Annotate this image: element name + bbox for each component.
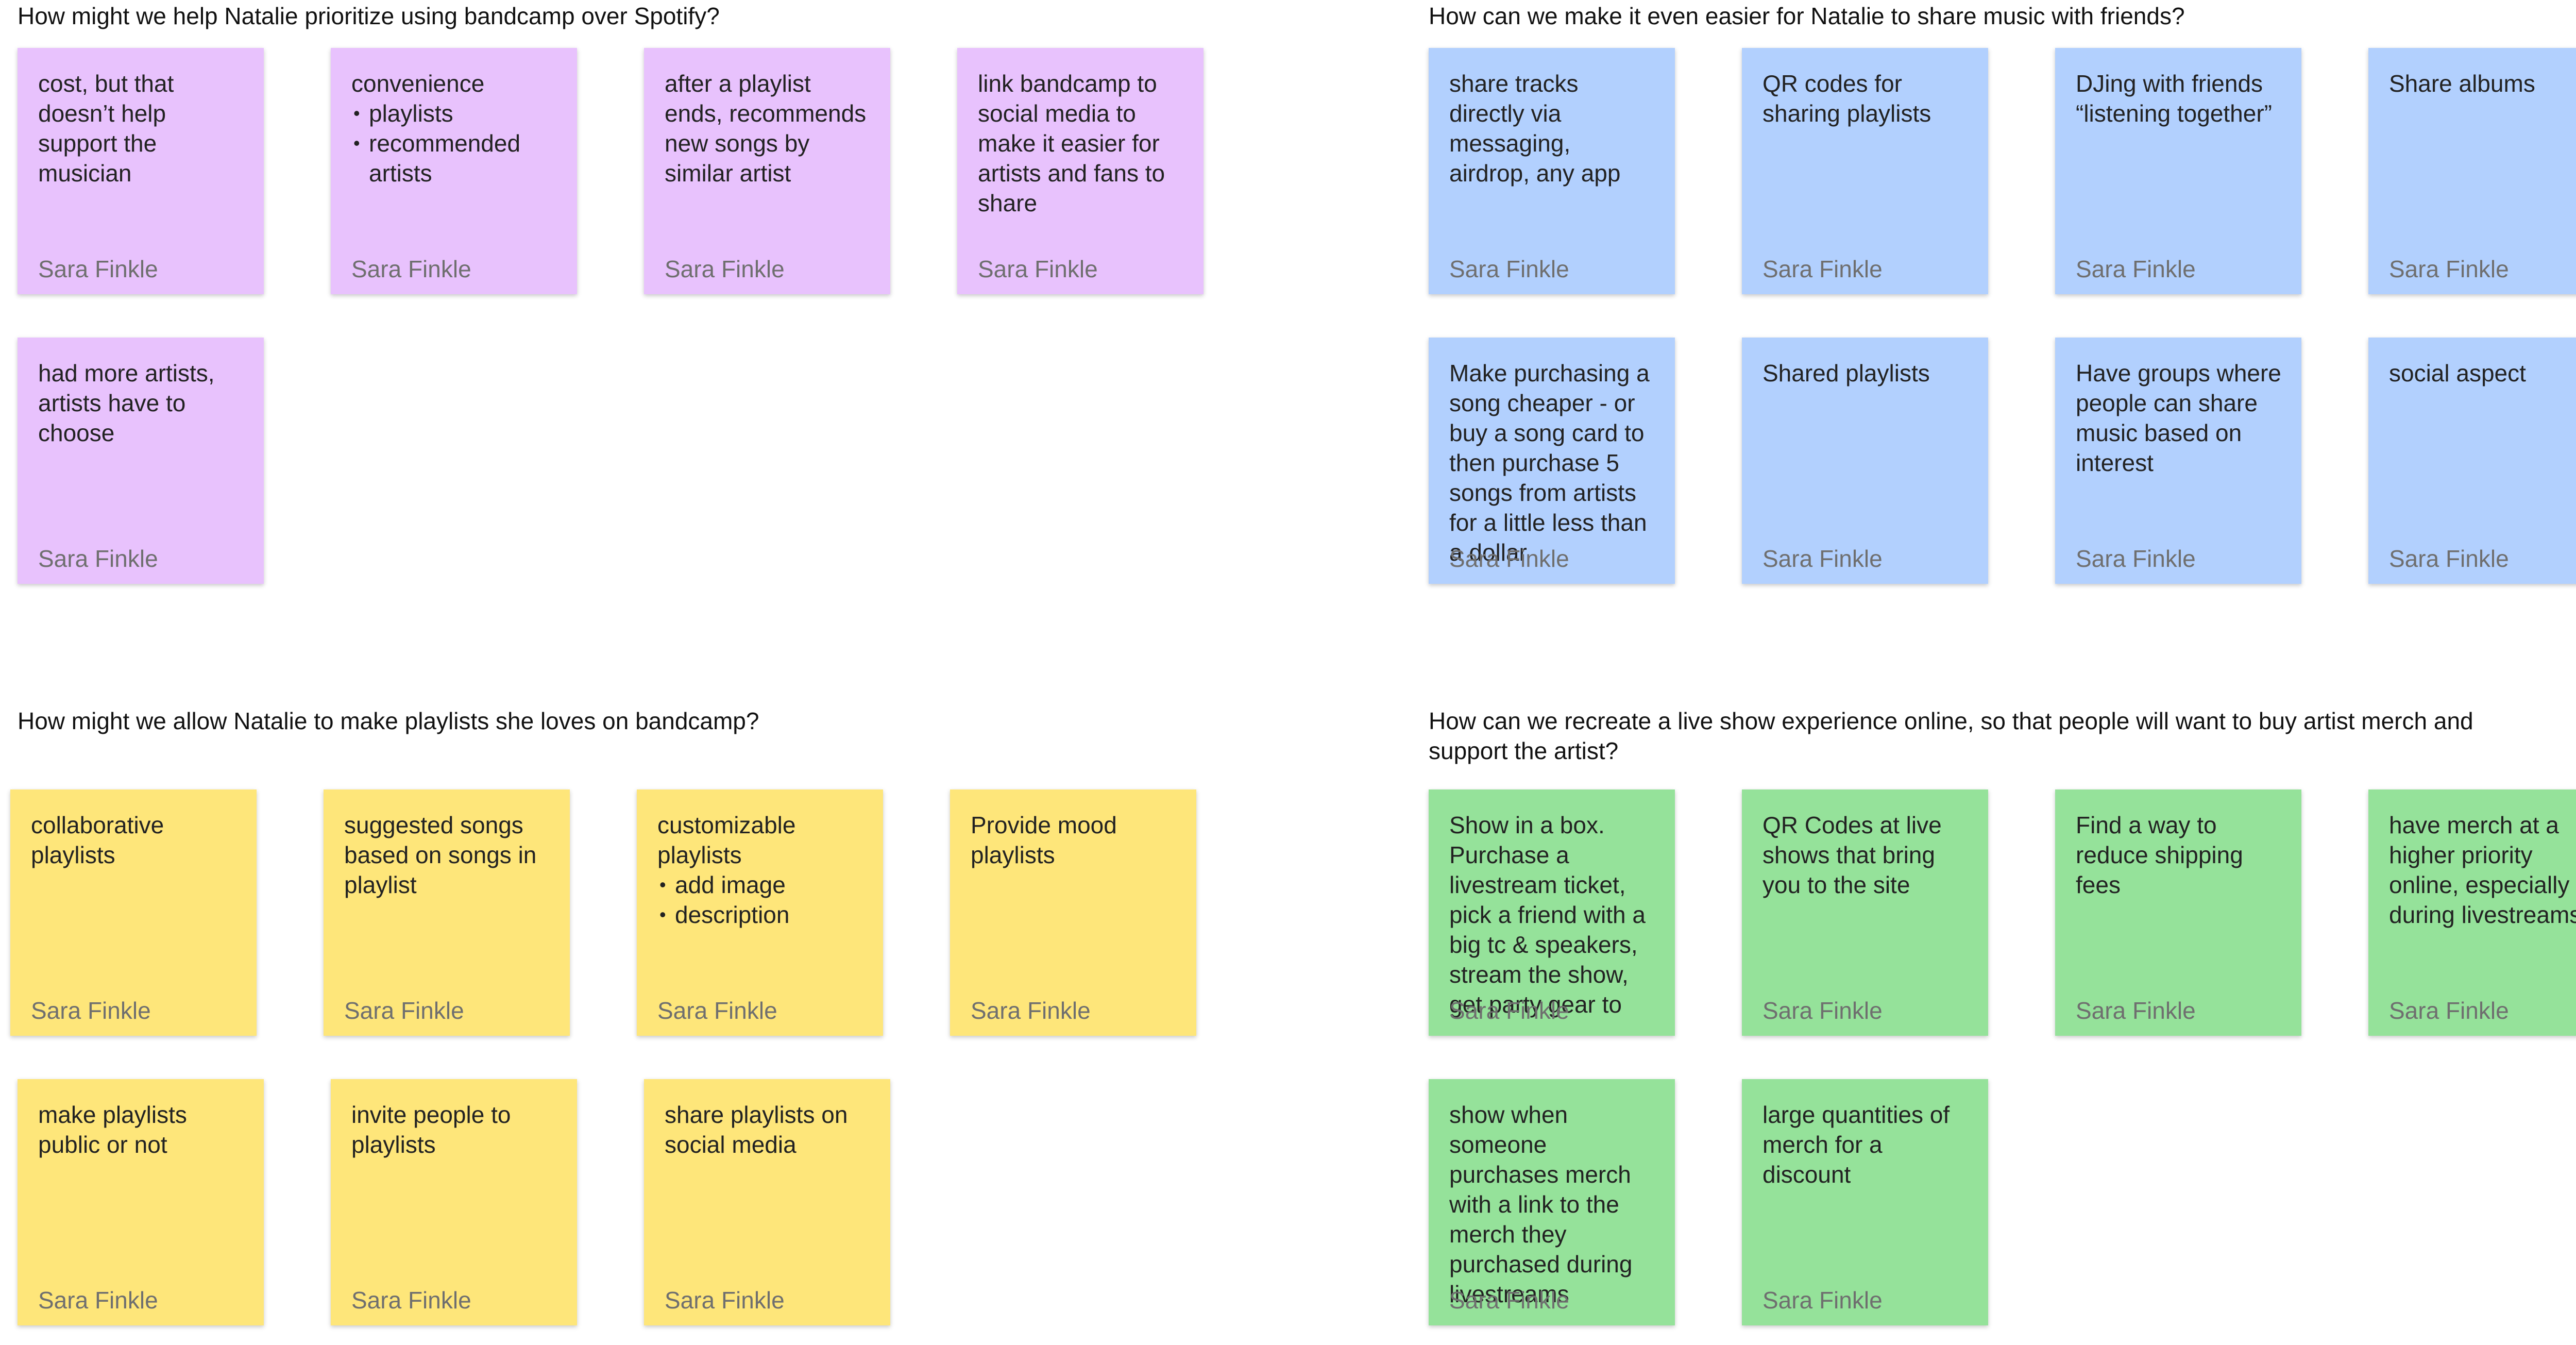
sticky-note-text: cost, but that doesn’t help support the …: [38, 70, 174, 187]
sticky-note[interactable]: share playlists on social media Sara Fin…: [644, 1079, 890, 1325]
sticky-note[interactable]: share tracks directly via messaging, air…: [1429, 48, 1675, 294]
sticky-note-text: convenience playlists recommended artist…: [351, 69, 557, 188]
section-heading-bandcamp-vs-spotify: How might we help Natalie prioritize usi…: [18, 3, 720, 29]
sticky-note[interactable]: Make purchasing a song cheaper - or buy …: [1429, 338, 1675, 584]
sticky-note[interactable]: after a playlist ends, recommends new so…: [644, 48, 890, 294]
bullet-item: recommended artists: [353, 128, 557, 188]
sticky-note-author: Sara Finkle: [1762, 256, 1883, 282]
sticky-note-author: Sara Finkle: [2076, 545, 2196, 572]
sticky-note[interactable]: had more artists, artists have to choose…: [18, 338, 264, 584]
sticky-note-text: share tracks directly via messaging, air…: [1449, 70, 1621, 187]
sticky-note[interactable]: invite people to playlists Sara Finkle: [331, 1079, 577, 1325]
sticky-note[interactable]: convenience playlists recommended artist…: [331, 48, 577, 294]
sticky-note[interactable]: make playlists public or not Sara Finkle: [18, 1079, 264, 1325]
sticky-note-text: QR codes for sharing playlists: [1762, 70, 1931, 127]
sticky-note-author: Sara Finkle: [344, 997, 464, 1024]
section-heading-live-show: How can we recreate a live show experien…: [1429, 708, 2473, 764]
sticky-note-text: share playlists on social media: [665, 1101, 848, 1158]
sticky-note-author: Sara Finkle: [1449, 1287, 1569, 1314]
sticky-note[interactable]: suggested songs based on songs in playli…: [324, 789, 570, 1036]
sticky-note[interactable]: Show in a box. Purchase a livestream tic…: [1429, 789, 1675, 1036]
sticky-note[interactable]: cost, but that doesn’t help support the …: [18, 48, 264, 294]
sticky-note-text: Make purchasing a song cheaper - or buy …: [1449, 360, 1650, 566]
sticky-note-bullet-list: add image description: [657, 870, 863, 930]
sticky-note-text: Provide mood playlists: [971, 812, 1117, 868]
sticky-note[interactable]: QR Codes at live shows that bring you to…: [1742, 789, 1988, 1036]
sticky-note-text: Have groups where people can share music…: [2076, 360, 2281, 476]
bullet-item: playlists: [353, 98, 557, 128]
section-heading-share-music: How can we make it even easier for Natal…: [1429, 3, 2185, 29]
sticky-note-author: Sara Finkle: [1762, 1287, 1883, 1314]
sticky-note-text: have merch at a higher priority online, …: [2389, 812, 2576, 928]
sticky-note-title: customizable playlists: [657, 812, 796, 868]
sticky-note-text: had more artists, artists have to choose: [38, 360, 215, 446]
sticky-note-text: suggested songs based on songs in playli…: [344, 812, 537, 898]
sticky-note-text: after a playlist ends, recommends new so…: [665, 70, 867, 187]
sticky-note-author: Sara Finkle: [971, 997, 1091, 1024]
sticky-note[interactable]: Find a way to reduce shipping fees Sara …: [2055, 789, 2301, 1036]
sticky-note[interactable]: have merch at a higher priority online, …: [2368, 789, 2576, 1036]
sticky-note[interactable]: link bandcamp to social media to make it…: [957, 48, 1204, 294]
sticky-note[interactable]: Share albums Sara Finkle: [2368, 48, 2576, 294]
sticky-note-author: Sara Finkle: [657, 997, 777, 1024]
sticky-note-text: social aspect: [2389, 360, 2526, 386]
sticky-note-author: Sara Finkle: [31, 997, 151, 1024]
sticky-note-author: Sara Finkle: [978, 256, 1098, 282]
sticky-note-title: convenience: [351, 70, 485, 97]
sticky-note[interactable]: show when someone purchases merch with a…: [1429, 1079, 1675, 1325]
sticky-note[interactable]: DJing with friends “listening together” …: [2055, 48, 2301, 294]
sticky-note-text: Show in a box. Purchase a livestream tic…: [1449, 812, 1646, 1018]
sticky-note-text: show when someone purchases merch with a…: [1449, 1101, 1633, 1307]
sticky-note-text: Share albums: [2389, 70, 2535, 97]
sticky-note[interactable]: Provide mood playlists Sara Finkle: [950, 789, 1196, 1036]
sticky-note-text: link bandcamp to social media to make it…: [978, 70, 1165, 216]
section-heading-playlists: How might we allow Natalie to make playl…: [18, 708, 759, 734]
sticky-note-author: Sara Finkle: [2389, 256, 2509, 282]
sticky-note[interactable]: social aspect Sara Finkle: [2368, 338, 2576, 584]
sticky-note-text: QR Codes at live shows that bring you to…: [1762, 812, 1942, 898]
sticky-note-author: Sara Finkle: [38, 1287, 158, 1314]
sticky-note-author: Sara Finkle: [2389, 545, 2509, 572]
sticky-note-text: customizable playlists add image descrip…: [657, 810, 863, 930]
sticky-note-author: Sara Finkle: [665, 1287, 785, 1314]
bullet-item: description: [659, 900, 863, 930]
sticky-note-author: Sara Finkle: [38, 256, 158, 282]
sticky-note-author: Sara Finkle: [1762, 545, 1883, 572]
sticky-note-author: Sara Finkle: [2076, 256, 2196, 282]
sticky-note-author: Sara Finkle: [1449, 997, 1569, 1024]
sticky-note[interactable]: Shared playlists Sara Finkle: [1742, 338, 1988, 584]
sticky-note-author: Sara Finkle: [1449, 256, 1569, 282]
sticky-note-text: Shared playlists: [1762, 360, 1930, 386]
sticky-note-author: Sara Finkle: [1449, 545, 1569, 572]
sticky-note[interactable]: Have groups where people can share music…: [2055, 338, 2301, 584]
sticky-note-author: Sara Finkle: [2076, 997, 2196, 1024]
sticky-note-author: Sara Finkle: [1762, 997, 1883, 1024]
bullet-item: add image: [659, 870, 863, 900]
sticky-note-bullet-list: playlists recommended artists: [351, 98, 557, 188]
sticky-note-text: DJing with friends “listening together”: [2076, 70, 2272, 127]
sticky-note-author: Sara Finkle: [38, 545, 158, 572]
sticky-note-author: Sara Finkle: [2389, 997, 2509, 1024]
sticky-note-text: large quantities of merch for a discount: [1762, 1101, 1950, 1188]
sticky-note[interactable]: QR codes for sharing playlists Sara Fink…: [1742, 48, 1988, 294]
sticky-note[interactable]: large quantities of merch for a discount…: [1742, 1079, 1988, 1325]
sticky-note-author: Sara Finkle: [665, 256, 785, 282]
sticky-note[interactable]: collaborative playlists Sara Finkle: [10, 789, 257, 1036]
sticky-note-author: Sara Finkle: [351, 256, 471, 282]
sticky-note-text: collaborative playlists: [31, 812, 164, 868]
sticky-note[interactable]: customizable playlists add image descrip…: [637, 789, 883, 1036]
sticky-note-author: Sara Finkle: [351, 1287, 471, 1314]
sticky-note-text: Find a way to reduce shipping fees: [2076, 812, 2243, 898]
sticky-note-text: make playlists public or not: [38, 1101, 187, 1158]
sticky-note-text: invite people to playlists: [351, 1101, 511, 1158]
